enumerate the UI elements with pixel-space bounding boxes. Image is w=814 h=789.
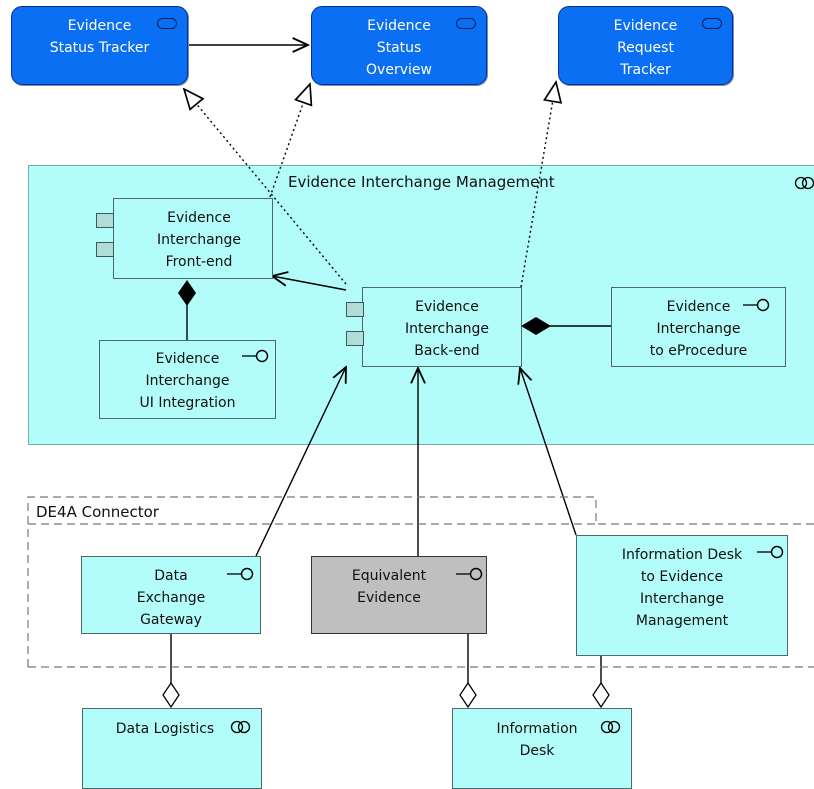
interface-icon [227,567,254,581]
service-evidence-status-tracker[interactable]: Evidence Status Tracker [11,6,188,85]
interface-label-line: Interchange [656,321,741,337]
collaboration-icon [600,720,621,734]
component-label-line: Interchange [404,321,490,337]
interface-icon [757,545,784,559]
interface-label-line: Gateway [140,612,202,628]
collaboration-label-line: Data Logistics [115,721,215,737]
component-evidence-interchange-frontend[interactable]: Evidence Interchange Front-end [113,198,273,279]
collaboration-label-line: Information [496,721,578,737]
composition-diamond-frontend [178,280,196,306]
aggregation-diamond-desk-2 [592,681,610,709]
service-label-line: Status [376,40,422,56]
group-label-de4a-connector: DE4A Connector [36,503,159,521]
component-label-line: Back-end [414,343,480,359]
component-label-line: Front-end [165,254,233,270]
aggregation-diamond-logistics [162,681,180,709]
edge-backend-realizes-tracker[interactable] [184,89,347,285]
composition-diamond-backend [521,317,551,335]
service-label-line: Request [617,40,674,56]
group-label-eim: Evidence Interchange Management [288,173,555,191]
interface-icon [456,567,483,581]
component-label-line: Evidence [415,299,479,315]
collaboration-data-logistics[interactable]: Data Logistics [82,708,262,789]
component-icon-tab [346,331,364,346]
collaboration-icon [794,176,814,190]
edge-backend-to-frontend[interactable] [272,276,347,291]
service-icon [456,18,476,29]
interface-label-line: Evidence [155,351,220,367]
service-icon [702,18,722,29]
interface-label-line: Information Desk [621,547,743,563]
interface-label-line: Data [154,568,188,584]
interface-label-line: Evidence [666,299,731,315]
interface-label-line: UI Integration [139,395,236,411]
interface-label-line: to Evidence [640,569,724,585]
service-evidence-request-tracker[interactable]: Evidence Request Tracker [558,6,733,85]
interface-evidence-interchange-ui-integration[interactable]: Evidence Interchange UI Integration [99,340,276,419]
service-evidence-status-overview[interactable]: Evidence Status Overview [311,6,487,85]
service-label-line: Status Tracker [49,40,150,56]
service-label-line: Tracker [620,62,671,78]
service-icon [157,18,177,29]
interface-label-line: Interchange [639,591,725,607]
interface-label-line: Exchange [136,590,206,606]
interface-label-line: Interchange [145,373,230,389]
service-label-line: Overview [366,62,432,78]
interface-label-line: Evidence [357,590,421,606]
interface-information-desk-to-eim[interactable]: Information Desk to Evidence Interchange… [576,535,788,656]
collaboration-label-line: Desk [519,743,555,759]
interface-label-line: to eProcedure [649,343,748,359]
interface-icon [242,349,269,363]
interface-icon [743,298,770,312]
aggregation-diamond-desk-1 [459,681,477,709]
collaboration-icon [230,720,251,734]
service-label-line: Evidence [67,18,132,34]
interface-equivalent-evidence[interactable]: Equivalent Evidence [311,556,487,634]
interface-data-exchange-gateway[interactable]: Data Exchange Gateway [81,556,261,634]
component-icon-tab [96,213,114,228]
service-label-line: Evidence [613,18,678,34]
collaboration-information-desk[interactable]: Information Desk [452,708,632,789]
component-icon-tab [96,242,114,257]
interface-label-line: Management [635,613,729,629]
component-label-line: Interchange [156,232,242,248]
edge-infodesk-to-backend[interactable] [520,368,577,536]
interface-label-line: Equivalent [351,568,427,584]
component-icon-tab [346,302,364,317]
component-label-line: Evidence [167,210,231,226]
component-evidence-interchange-backend[interactable]: Evidence Interchange Back-end [362,287,522,367]
service-label-line: Evidence [367,18,431,34]
interface-evidence-interchange-to-eprocedure[interactable]: Evidence Interchange to eProcedure [611,287,786,367]
